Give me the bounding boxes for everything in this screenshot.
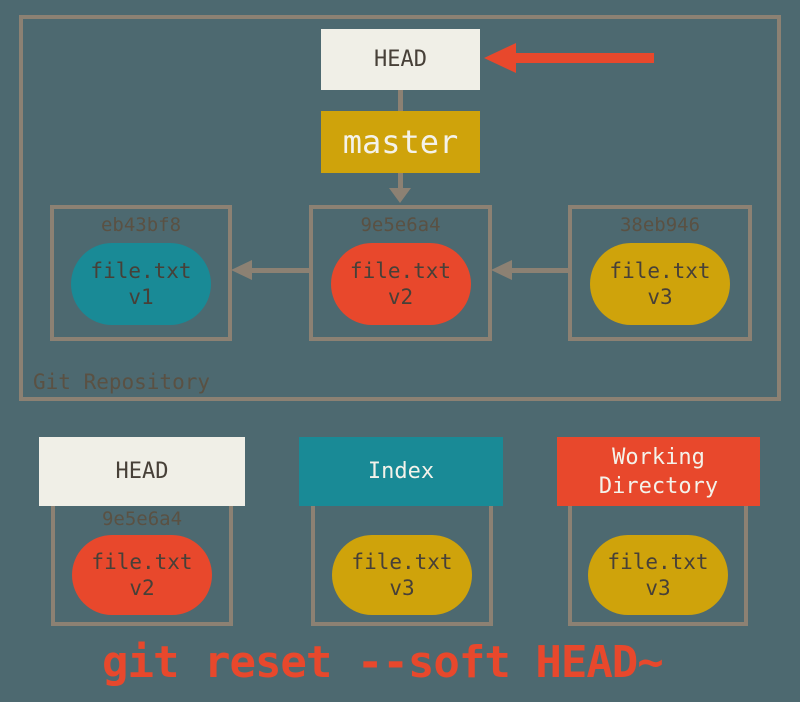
commit-hash: 9e5e6a4 xyxy=(101,508,183,530)
commit-box: 38eb946 file.txt v3 xyxy=(568,205,752,341)
file-version: v2 xyxy=(387,285,414,309)
file-name: file.txt xyxy=(609,259,711,283)
working-directory-area-header: Working Directory xyxy=(557,437,760,506)
file-version: v1 xyxy=(128,285,154,309)
file-node: file.txt v2 xyxy=(72,535,212,615)
file-name: file.txt xyxy=(90,259,192,283)
git-repository-label: Git Repository xyxy=(33,370,211,394)
file-version: v3 xyxy=(389,576,415,600)
head-area-box: 9e5e6a4 file.txt v2 xyxy=(51,506,233,626)
index-area-box: file.txt v3 xyxy=(311,506,493,626)
commit-parent-arrow-line xyxy=(512,268,568,273)
head-ref-label: HEAD xyxy=(374,47,427,72)
index-area-title: Index xyxy=(367,459,435,484)
head-area-header: HEAD xyxy=(39,437,245,506)
file-name: file.txt xyxy=(91,550,193,574)
commit-box: 9e5e6a4 file.txt v2 xyxy=(309,205,492,341)
file-node: file.txt v1 xyxy=(71,243,211,325)
file-version: v2 xyxy=(129,576,155,600)
file-node: file.txt v3 xyxy=(332,535,472,615)
head-to-master-connector xyxy=(398,90,403,111)
file-name: file.txt xyxy=(349,259,452,283)
file-node: file.txt v3 xyxy=(588,535,728,615)
commit-parent-arrow-line xyxy=(252,268,309,273)
master-branch-label: master xyxy=(342,123,459,161)
commit-parent-arrow-head xyxy=(491,260,512,280)
working-directory-area-title: Working Directory xyxy=(598,444,719,499)
commit-hash: 38eb946 xyxy=(619,214,701,236)
file-node: file.txt v3 xyxy=(590,243,730,325)
master-branch-box: master xyxy=(321,111,480,173)
master-to-commit-arrow-line xyxy=(398,173,403,189)
file-name: file.txt xyxy=(607,550,709,574)
head-pointer-arrow-line xyxy=(516,53,654,63)
working-directory-area-box: file.txt v3 xyxy=(568,506,748,626)
head-pointer-arrow-head xyxy=(484,43,516,73)
commit-parent-arrow-head xyxy=(231,260,252,280)
commit-hash: eb43bf8 xyxy=(100,214,182,236)
head-area-title: HEAD xyxy=(115,459,169,484)
file-name: file.txt xyxy=(351,550,453,574)
git-repository-container: Git Repository xyxy=(19,15,781,401)
file-version: v3 xyxy=(647,285,673,309)
file-version: v3 xyxy=(645,576,671,600)
head-ref-box: HEAD xyxy=(321,29,480,90)
commit-box: eb43bf8 file.txt v1 xyxy=(50,205,232,341)
command-caption: git reset --soft HEAD~ xyxy=(102,637,664,688)
index-area-header: Index xyxy=(299,437,503,506)
master-to-commit-arrow-head xyxy=(389,188,411,203)
commit-hash: 9e5e6a4 xyxy=(360,214,441,236)
file-node: file.txt v2 xyxy=(330,243,471,325)
